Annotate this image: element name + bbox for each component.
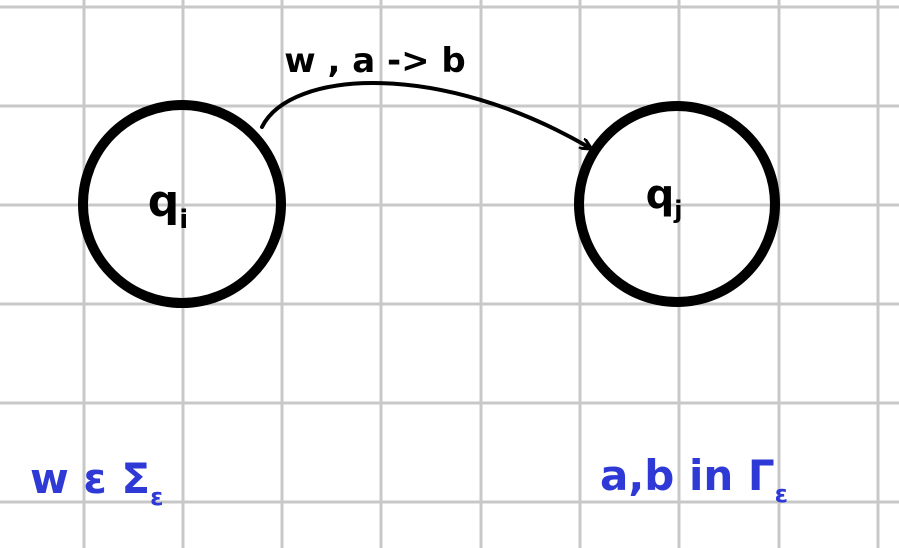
state-qj[interactable]: qj [574,101,780,307]
alphabet-note-right: a,b in Γε [600,451,788,508]
state-qi-circle [78,100,286,308]
transition-qi-qj[interactable]: w , a -> b [260,41,590,148]
state-qj-label: qj [646,172,683,224]
alphabet-note-left: w ε Σε [30,454,163,511]
transition-arrow [260,81,590,148]
state-qi[interactable]: qi [78,100,286,308]
transition-label: w , a -> b [284,41,466,81]
state-qj-circle [574,101,780,307]
state-qi-label: qi [148,176,188,235]
